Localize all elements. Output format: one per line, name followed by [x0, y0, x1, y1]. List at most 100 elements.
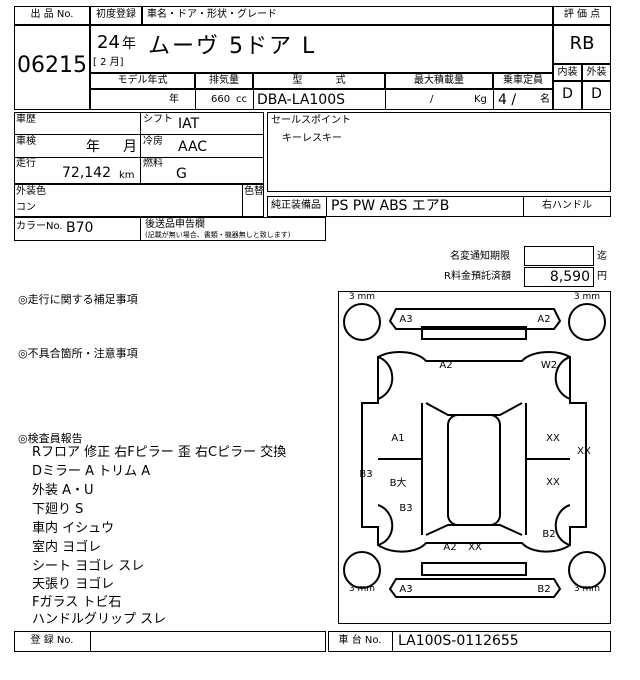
damage-right-door-front: XX: [546, 433, 560, 444]
inspector-line: 車内 イシュウ: [32, 521, 115, 536]
grade-value: RB: [569, 33, 595, 54]
spec-model-code-label: 型 式: [292, 75, 346, 86]
reg-no-box: [14, 631, 326, 652]
front-bumper: [388, 308, 562, 330]
name-change-unit: 迄: [597, 251, 607, 262]
inspector-report-label: ◎検査員報告: [18, 432, 83, 445]
damage-rear-gate-2: XX: [468, 542, 482, 553]
lot-label-cell: [14, 6, 90, 25]
name-label: 車名・ドア・形状・グレード: [147, 9, 277, 20]
info-col-line: [140, 112, 141, 184]
interior-label-cell: [553, 64, 582, 81]
sales-point-value: キーレスキー: [282, 133, 342, 144]
spec-model-year-label: モデル年式: [117, 75, 168, 86]
shaken-year-unit: 年: [86, 139, 100, 155]
ext-color-box: [14, 184, 264, 217]
rear-bumper: [388, 578, 562, 598]
chassis-value: LA100S-0112655: [398, 633, 519, 649]
front-fender-right: [554, 356, 571, 400]
spec-cc-unit: cc: [236, 94, 247, 105]
reg-month: [ 2 月]: [93, 57, 124, 68]
first-reg-label-cell: [90, 6, 142, 25]
reg-no-divider: [90, 631, 91, 652]
spec-person-unit: 名: [540, 94, 550, 105]
tire-front-right: [568, 303, 606, 341]
inspector-line: 下廻り S: [32, 502, 84, 517]
spec-kg-unit: Kg: [474, 94, 487, 105]
exterior-value-cell: [582, 81, 611, 110]
exterior-label-cell: [582, 64, 611, 81]
rear-garnish: [421, 562, 527, 576]
spec-capacity-head: [493, 73, 553, 89]
color-no-box: [14, 217, 326, 241]
fuel-label: 燃料: [143, 158, 163, 169]
shift-value: IAT: [178, 116, 200, 132]
aftermarket-label: 後送品申告欄: [145, 219, 205, 230]
tire-depth-rr: 3 mm: [574, 584, 600, 594]
spec-year-unit: 年: [169, 94, 179, 105]
spec-model-year-head: [90, 73, 195, 89]
spec-max-load-head: [385, 73, 493, 89]
spec-value-row: [90, 89, 553, 110]
grade-label: 評 価 点: [563, 9, 601, 20]
damage-left-door-rear: B大: [390, 476, 407, 489]
equipment-label: 純正装備品: [271, 200, 321, 211]
damage-right-pillar: XX: [577, 446, 591, 457]
damage-rear-gate-1: A2: [443, 542, 456, 553]
damage-left-door-front: A1: [391, 433, 404, 444]
spec-divider: [385, 89, 386, 110]
recycle-value: 8,590: [549, 269, 590, 285]
windshield: [425, 402, 523, 416]
chassis-label: 車 台 No.: [338, 635, 382, 646]
spec-displacement-label: 排気量: [209, 75, 239, 86]
lot-number: 06215: [17, 53, 87, 78]
roof: [447, 414, 501, 526]
inspector-line: シート ヨゴレ スレ: [32, 559, 145, 574]
driving-notes-label: ◎走行に関する補足事項: [18, 293, 138, 306]
car-diagram-frame: [338, 291, 611, 624]
car-diagram: 3 mm 3 mm 3 mm 3 mm A3 A2 A2 W2 A1 B3 B大…: [343, 292, 606, 598]
mileage-value: 72,142: [62, 165, 111, 181]
spec-divider: [493, 89, 494, 110]
damage-right-rear-fender: B2: [542, 529, 555, 540]
name-change-box: [524, 246, 594, 266]
spec-displacement-value: 660: [211, 94, 231, 105]
mileage-unit: km: [119, 170, 135, 181]
inspector-line: Rフロア 修正 右Fピラー 歪 右Cピラー 交換: [32, 445, 287, 460]
ac-label: 冷房: [143, 136, 163, 147]
ext-color-divider: [242, 184, 243, 217]
tire-front-left: [343, 303, 381, 341]
chassis-box: [328, 631, 611, 652]
damage-right-fender: W2: [541, 360, 557, 371]
tire-rear-left: [343, 551, 381, 589]
front-fender-left: [377, 356, 394, 400]
inspector-line: Dミラー A トリム A: [32, 464, 151, 479]
name-value-cell: [90, 25, 553, 73]
info-row-line: [14, 134, 264, 135]
spec-capacity-label: 乗車定員: [503, 75, 543, 86]
sales-point-label: セールスポイント: [271, 115, 351, 126]
defect-notes-label: ◎不具合箇所・注意事項: [18, 347, 138, 360]
recycle-unit: 円: [597, 271, 607, 282]
equipment-divider: [326, 196, 327, 217]
exterior-label: 外装: [586, 67, 607, 78]
inspector-line: 室内 ヨゴレ: [32, 540, 102, 555]
shift-label: シフト: [143, 114, 173, 125]
body-outline: [361, 351, 587, 553]
spec-divider: [253, 89, 254, 110]
spec-model-code-head: [253, 73, 385, 89]
interior-value-cell: [553, 81, 582, 110]
spec-capacity-value: 4 /: [498, 92, 517, 108]
name-label-cell: [142, 6, 553, 25]
mileage-label: 走行: [16, 158, 36, 169]
reg-year: 24: [97, 32, 120, 53]
interior-value: D: [562, 86, 573, 102]
damage-rear-bumper-left: A3: [399, 584, 412, 595]
interior-label: 内装: [557, 67, 578, 78]
rear-fender-left: [377, 504, 394, 546]
fuel-value: G: [176, 166, 187, 182]
ext-color-label: 外装色: [16, 186, 46, 197]
handle-value: 右ハンドル: [542, 200, 592, 211]
tire-depth-fr: 3 mm: [574, 292, 600, 302]
ext-color-value: コン: [16, 202, 36, 213]
